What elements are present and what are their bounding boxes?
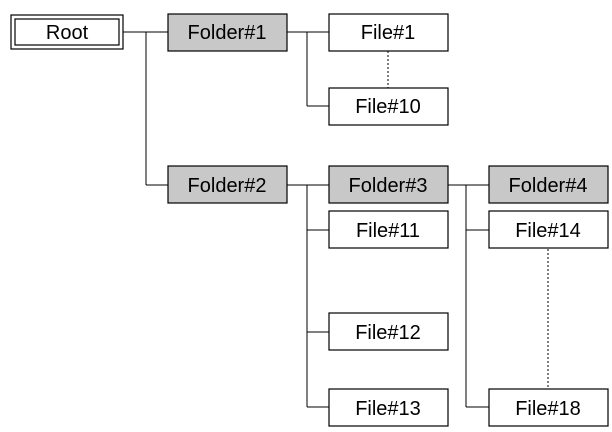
node-label: File#11 (356, 220, 420, 242)
node-folder1[interactable]: Folder#1 (167, 13, 288, 52)
node-label: Folder#3 (349, 175, 428, 197)
file-box (488, 388, 609, 427)
file-box (328, 87, 449, 126)
node-label: File#13 (355, 398, 421, 420)
node-label: Folder#1 (188, 22, 267, 44)
node-file1[interactable]: File#1 (328, 13, 449, 52)
node-label: Folder#4 (509, 175, 588, 197)
node-folder4[interactable]: Folder#4 (488, 165, 609, 204)
file-box (328, 210, 449, 249)
node-root[interactable]: Root (10, 14, 124, 50)
folder-box (328, 165, 449, 204)
node-label: Root (46, 22, 89, 44)
file-box (328, 312, 449, 351)
node-file13[interactable]: File#13 (328, 388, 449, 427)
node-label: File#14 (515, 220, 581, 242)
folder-box (167, 165, 288, 204)
node-file12[interactable]: File#12 (328, 312, 449, 351)
node-file14[interactable]: File#14 (488, 210, 609, 249)
node-file10[interactable]: File#10 (328, 87, 449, 126)
node-label: File#12 (355, 322, 421, 344)
file-box (488, 210, 609, 249)
file-box (328, 388, 449, 427)
node-label: File#10 (355, 96, 421, 118)
node-file18[interactable]: File#18 (488, 388, 609, 427)
node-label: File#18 (515, 398, 581, 420)
folder-box (167, 13, 288, 52)
root-inner-border (14, 18, 120, 46)
node-folder2[interactable]: Folder#2 (167, 165, 288, 204)
node-label: Folder#2 (188, 175, 267, 197)
folder-box (488, 165, 609, 204)
node-folder3[interactable]: Folder#3 (328, 165, 449, 204)
file-box (328, 13, 449, 52)
node-label: File#1 (361, 22, 415, 44)
node-file11[interactable]: File#11 (328, 210, 449, 249)
connectors (123, 31, 549, 408)
